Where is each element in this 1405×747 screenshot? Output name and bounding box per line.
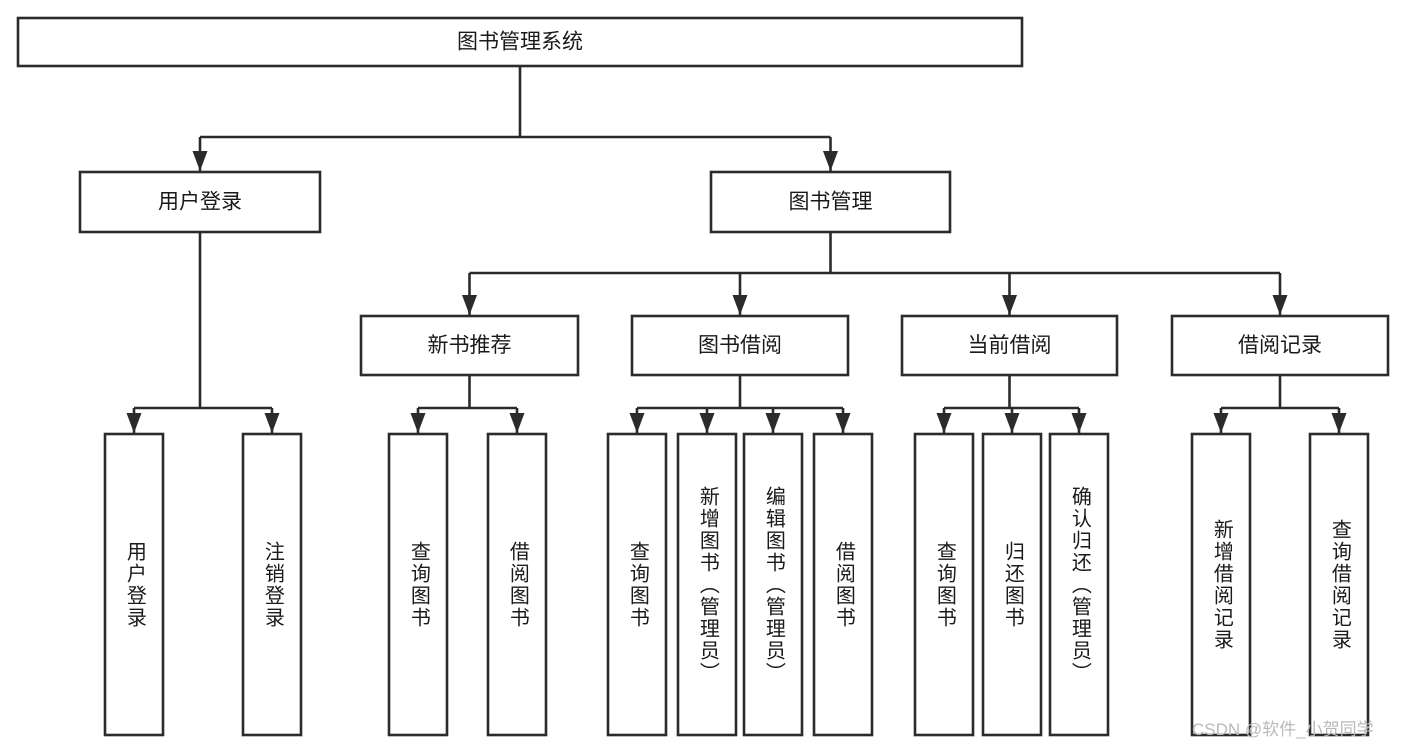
arrow-head-icon bbox=[699, 413, 715, 433]
node-box-book-manage[interactable] bbox=[709, 170, 952, 234]
arrow-head-icon bbox=[1331, 413, 1347, 433]
node-label-new-book-recommend: 新书推荐 bbox=[428, 334, 512, 357]
csdn-watermark: CSDN @软件_小贺同学 bbox=[1192, 720, 1374, 739]
node-box-leaf-borrow-book-1[interactable] bbox=[486, 432, 548, 737]
node-box-leaf-confirm-return[interactable] bbox=[1048, 432, 1110, 737]
arrow-head-icon bbox=[765, 413, 781, 433]
box-layer bbox=[16, 16, 1390, 737]
node-box-new-book-recommend[interactable] bbox=[359, 314, 580, 377]
arrow-head-icon bbox=[410, 413, 426, 433]
node-box-leaf-user-login[interactable] bbox=[103, 432, 165, 737]
arrow-head-icon bbox=[126, 413, 142, 433]
node-label-book-borrow: 图书借阅 bbox=[698, 334, 782, 357]
arrow-head-icon bbox=[732, 295, 748, 315]
node-box-leaf-add-record[interactable] bbox=[1190, 432, 1252, 737]
arrow-head-icon bbox=[462, 295, 477, 315]
node-box-borrow-record[interactable] bbox=[1170, 314, 1390, 377]
node-box-leaf-edit-book[interactable] bbox=[742, 432, 804, 737]
node-label-root: 图书管理系统 bbox=[457, 31, 583, 54]
node-box-book-borrow[interactable] bbox=[630, 314, 850, 377]
node-box-user-login[interactable] bbox=[78, 170, 322, 234]
arrow-head-icon bbox=[1004, 413, 1020, 433]
node-box-root[interactable] bbox=[16, 16, 1024, 68]
arrow-head-icon bbox=[629, 413, 645, 433]
arrow-head-icon bbox=[936, 413, 952, 433]
node-label-book-manage: 图书管理 bbox=[789, 191, 873, 214]
node-box-leaf-borrow-book-2[interactable] bbox=[812, 432, 874, 737]
arrow-head-icon bbox=[1002, 295, 1017, 315]
node-box-leaf-query-book-1[interactable] bbox=[387, 432, 449, 737]
node-box-leaf-query-record[interactable] bbox=[1308, 432, 1370, 737]
node-label-user-login: 用户登录 bbox=[158, 191, 242, 214]
node-label-current-borrow: 当前借阅 bbox=[968, 334, 1052, 357]
node-box-leaf-return-book[interactable] bbox=[981, 432, 1043, 737]
arrow-head-icon bbox=[835, 413, 851, 433]
connector-layer bbox=[126, 66, 1347, 433]
arrow-head-icon bbox=[823, 151, 838, 171]
node-box-current-borrow[interactable] bbox=[900, 314, 1119, 377]
arrow-head-icon bbox=[1272, 295, 1288, 315]
node-box-leaf-logout[interactable] bbox=[241, 432, 303, 737]
arrow-head-icon bbox=[1071, 413, 1087, 433]
node-label-borrow-record: 借阅记录 bbox=[1238, 334, 1322, 357]
arrow-head-icon bbox=[264, 413, 280, 433]
arrow-head-icon bbox=[1213, 413, 1229, 433]
node-box-leaf-add-book[interactable] bbox=[676, 432, 738, 737]
node-box-leaf-query-book-3[interactable] bbox=[913, 432, 975, 737]
arrow-head-icon bbox=[192, 151, 208, 171]
node-box-leaf-query-book-2[interactable] bbox=[606, 432, 668, 737]
arrow-head-icon bbox=[509, 413, 525, 433]
